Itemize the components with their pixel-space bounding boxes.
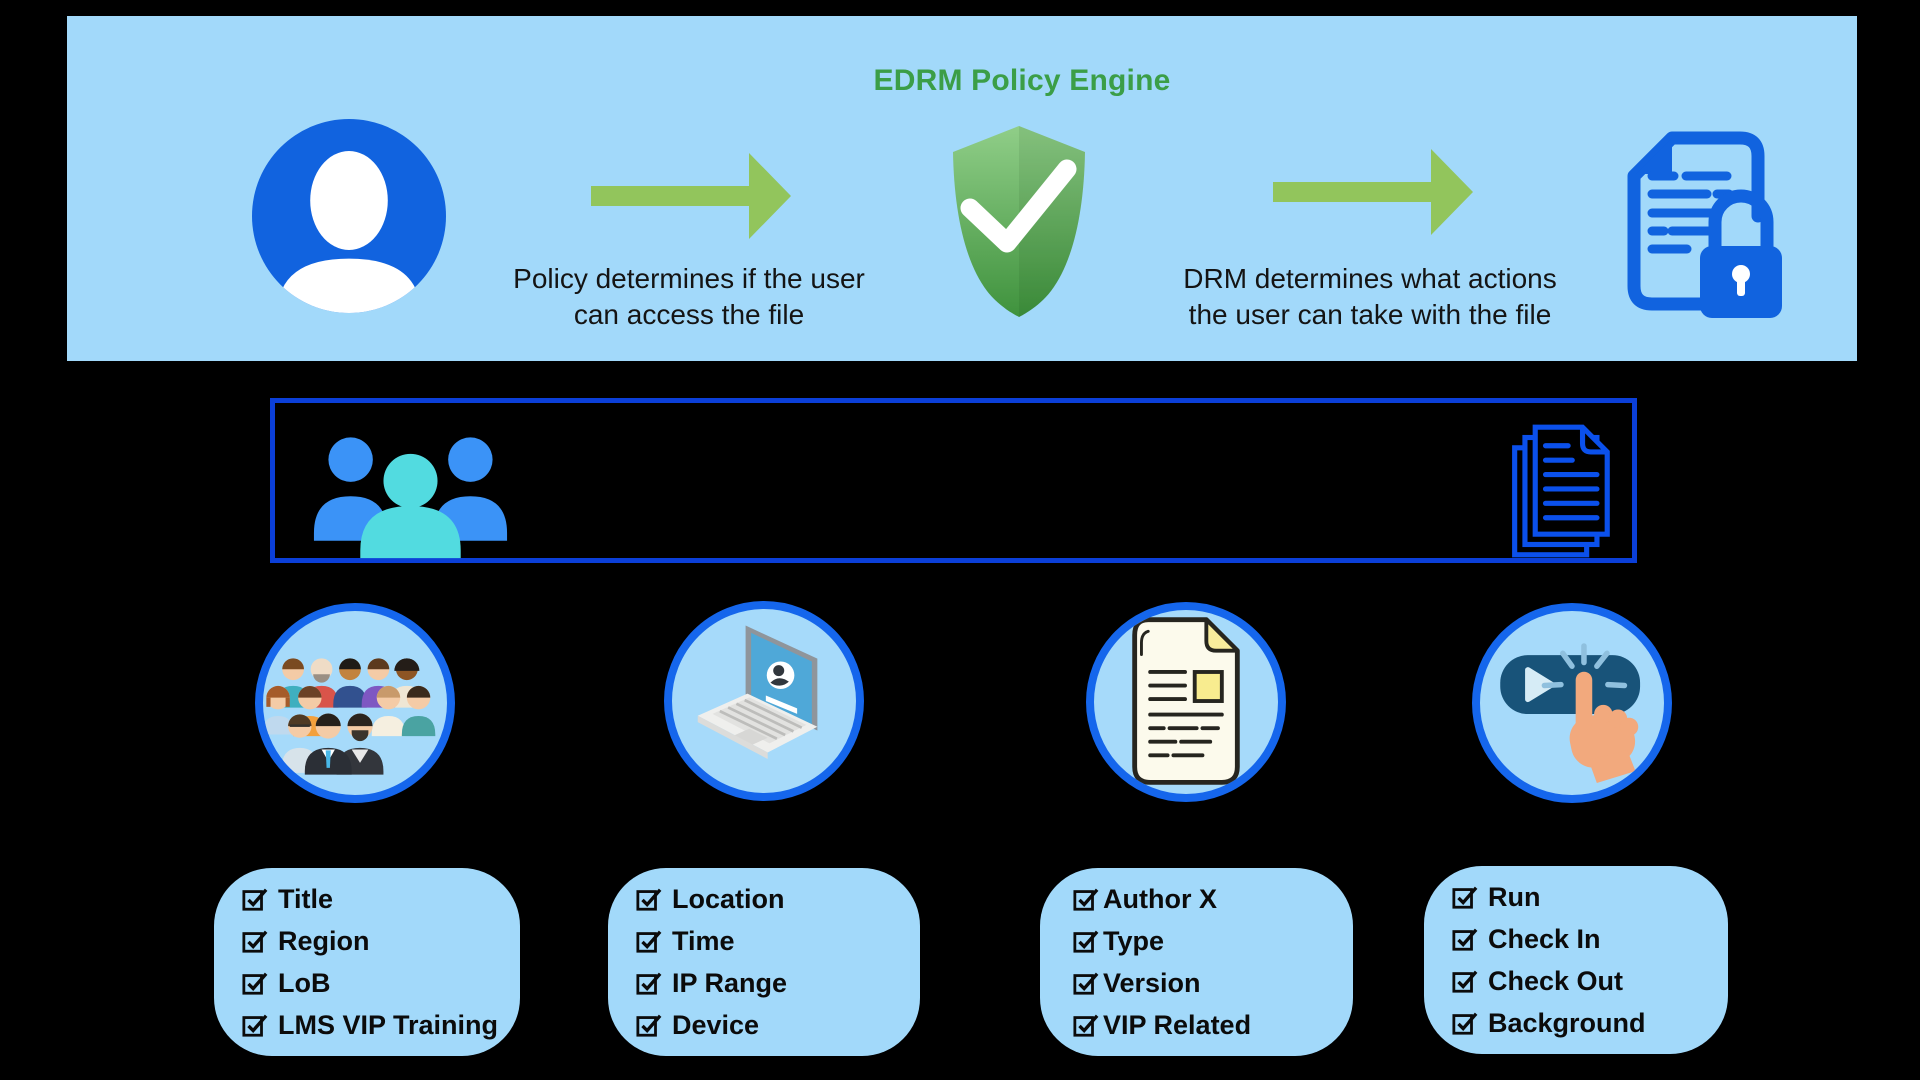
checkbox-checked-icon [242,972,268,995]
checkbox-checked-icon [636,888,662,911]
policy-flow-banner: EDRM Policy Engine Policy determines if … [67,16,1857,361]
item-label: Run [1488,881,1541,912]
checkbox-checked-icon [1452,886,1478,909]
user-avatar-icon [252,119,446,313]
laptop-login-icon [697,625,818,759]
list-item: Background [1452,1008,1728,1039]
list-item: Location [636,884,920,915]
list-item: IP Range [636,968,920,999]
item-label: Title [278,883,334,914]
item-label: Type [1103,925,1165,956]
checkbox-checked-icon [1452,1012,1478,1035]
document-circle [1086,602,1286,802]
item-label: Background [1488,1007,1646,1038]
users-circle [255,603,455,803]
device-circle [664,601,864,801]
list-item: Author X [1073,884,1353,915]
list-item: Run [1452,882,1728,913]
item-label: Author X [1103,883,1217,914]
list-item: Check Out [1452,966,1728,997]
actions-card: Run Check In Check Out Background [1424,866,1728,1054]
document-file-icon [1132,617,1240,785]
list-item: Time [636,926,920,957]
checkbox-checked-icon [636,972,662,995]
scope-band [270,398,1637,563]
item-label: LoB [278,967,331,998]
checkbox-checked-icon [242,930,268,953]
user-group-icon [313,437,508,559]
list-item: Region [242,926,520,957]
checkbox-checked-icon [636,1014,662,1037]
shield-check-icon [953,126,1085,317]
list-item: Type [1073,926,1353,957]
document-attributes-card: Author X Type Version VIP Related [1040,868,1353,1056]
list-item: Device [636,1010,920,1041]
drm-caption-line2: the user can take with the file [1188,299,1552,330]
checkbox-checked-icon [1073,930,1099,953]
policy-caption: Policy determines if the user can access… [489,261,889,333]
item-label: LMS VIP Training [278,1009,499,1040]
item-label: Check In [1488,923,1601,954]
actions-circle [1472,603,1672,803]
list-item: Check In [1452,924,1728,955]
checkbox-checked-icon [1073,1014,1099,1037]
item-label: Device [672,1009,760,1040]
list-item: Title [242,884,520,915]
list-item: LoB [242,968,520,999]
banner-title: EDRM Policy Engine [873,64,1171,97]
list-item: VIP Related [1073,1010,1353,1041]
user-attributes-card: Title Region LoB LMS VIP Training [214,868,520,1056]
item-label: VIP Related [1103,1009,1252,1040]
list-item: Version [1073,968,1353,999]
checkbox-checked-icon [1073,972,1099,995]
document-stack-icon [1512,424,1610,558]
policy-caption-line1: Policy determines if the user [513,263,865,294]
item-label: Version [1103,967,1201,998]
crowd-icon [263,657,436,775]
context-attributes-card: Location Time IP Range Device [608,868,920,1056]
checkbox-checked-icon [636,930,662,953]
policy-caption-line2: can access the file [573,299,805,330]
item-label: Region [278,925,370,956]
list-item: LMS VIP Training [242,1010,520,1041]
checkbox-checked-icon [1073,888,1099,911]
document-lock-icon [1627,131,1782,318]
checkbox-checked-icon [242,888,268,911]
arrow-right-icon [1273,149,1473,235]
item-label: IP Range [672,967,788,998]
drm-caption-line1: DRM determines what actions [1183,263,1557,294]
arrow-right-icon [591,153,791,239]
checkbox-checked-icon [1452,928,1478,951]
item-label: Check Out [1488,965,1624,996]
item-label: Location [672,883,785,914]
drm-caption: DRM determines what actions the user can… [1170,261,1570,333]
button-click-icon [1500,643,1641,784]
item-label: Time [672,925,735,956]
checkbox-checked-icon [1452,970,1478,993]
checkbox-checked-icon [242,1014,268,1037]
